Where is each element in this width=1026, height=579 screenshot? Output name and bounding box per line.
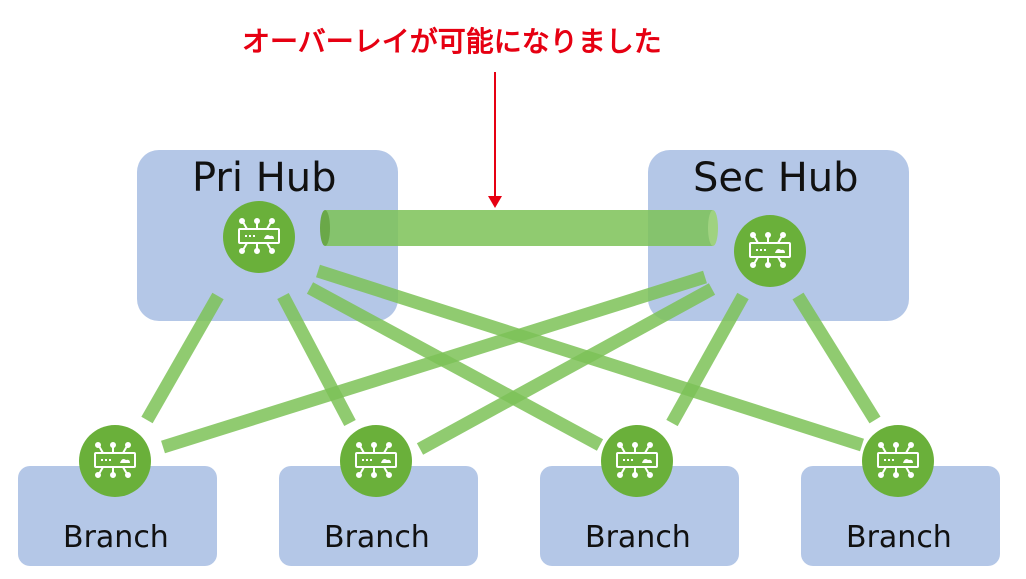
router-icon: [94, 442, 136, 478]
branch-box-2: [279, 466, 478, 566]
branch-label-3: Branch: [585, 520, 691, 555]
router-icon: [238, 218, 280, 254]
sec-hub-router-icon: [734, 215, 806, 287]
overlay-caption: オーバーレイが可能になりました: [242, 25, 662, 58]
tunnel-sec-b2: [416, 283, 716, 455]
pri-hub-router-icon: [223, 201, 295, 273]
pri-hub-label: Pri Hub: [192, 155, 337, 201]
branch-box-4: [801, 466, 1000, 566]
caption-arrow: [488, 72, 502, 208]
tunnel-pri-b3: [306, 282, 604, 451]
tunnel-pri-b1: [141, 292, 224, 424]
branch-1-router-icon: [79, 425, 151, 497]
router-icon: [616, 442, 658, 478]
branch-box-1: [18, 466, 217, 566]
branch-label-1: Branch: [63, 520, 169, 555]
branch-3-router-icon: [601, 425, 673, 497]
router-icon: [877, 442, 919, 478]
branch-box-3: [540, 466, 739, 566]
tunnel-sec-b4: [792, 292, 881, 424]
sec-hub-label: Sec Hub: [693, 155, 859, 201]
branch-2-router-icon: [340, 425, 412, 497]
branch-label-4: Branch: [846, 520, 952, 555]
branch-label-2: Branch: [324, 520, 430, 555]
router-icon: [355, 442, 397, 478]
tunnel-layer: [141, 210, 881, 455]
branch-4-router-icon: [862, 425, 934, 497]
tunnel-sec-b1: [161, 270, 707, 454]
tunnel-sec-b3: [666, 292, 749, 427]
router-icon: [749, 232, 791, 268]
tunnel-pri-b2: [277, 292, 356, 427]
router-layer: [79, 201, 934, 497]
overlay-tunnel: [320, 210, 718, 246]
